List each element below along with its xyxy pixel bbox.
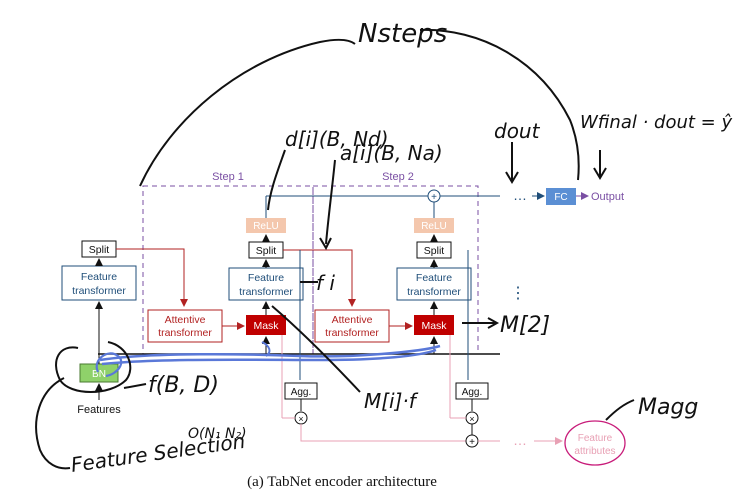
feature-transformer-1-l2: transformer — [239, 286, 293, 298]
fc-block — [546, 188, 576, 205]
agg-2-label: Agg. — [462, 387, 483, 398]
ink-nsteps-arc-right — [419, 28, 580, 181]
highlight-loop — [95, 352, 123, 378]
ink-m2-arrow — [462, 317, 500, 329]
features-label: Features — [77, 404, 121, 416]
ink-fc-arrow — [593, 150, 607, 180]
agg-1-label: Agg. — [291, 387, 312, 398]
mult1-to-sum — [300, 424, 466, 442]
attentive-transformer-1 — [147, 309, 223, 343]
mult-node-1-label: × — [298, 414, 303, 424]
attentive-transformer-2-l2: transformer — [325, 327, 379, 339]
vertical-dots: ⋮ — [510, 285, 526, 302]
ink-dout: dout — [494, 119, 541, 143]
mask-1-label: Mask — [253, 320, 279, 332]
ink-mif-arrow — [271, 305, 361, 393]
ink-dout-arrow — [505, 142, 519, 184]
relu-2-label: ReLU — [421, 221, 447, 232]
ink-left-curve — [35, 377, 71, 470]
figure-caption: (a) TabNet encoder architecture — [247, 474, 437, 490]
split-initial-label: Split — [89, 244, 110, 256]
feature-transformer-initial-l2: transformer — [72, 285, 126, 297]
relu-1-label: ReLU — [253, 221, 279, 232]
attentive-transformer-1-l2: transformer — [158, 327, 212, 339]
mask-2 — [414, 315, 454, 335]
fc-label: FC — [554, 192, 567, 203]
attentive-transformer-2 — [314, 309, 390, 343]
split-to-attentive1-arrow — [116, 248, 188, 307]
ink-a-shape: a[i](B, Na) — [340, 141, 443, 165]
feature-transformer-2 — [396, 267, 472, 301]
ink-annotations — [35, 28, 635, 470]
bottom-ellipsis: … — [513, 432, 527, 448]
mask-2-label: Mask — [421, 320, 447, 332]
ink-mif: M[i]·f — [364, 389, 419, 413]
attentive-transformer-2-l1: Attentive — [332, 314, 373, 326]
ink-bn-circle — [55, 341, 132, 393]
mult-node-2-label: × — [469, 414, 474, 424]
attentive-transformer-1-l1: Attentive — [165, 314, 206, 326]
feature-transformer-2-l2: transformer — [407, 286, 461, 298]
ink-ops: O(N₁ N₂) — [188, 426, 247, 442]
ink-d-shape: d[i](B, Nd) — [285, 127, 389, 151]
feature-transformer-initial-l1: Feature — [81, 271, 117, 283]
highlight-underline — [99, 344, 441, 366]
relu-1 — [246, 218, 286, 233]
output-label: Output — [591, 191, 624, 203]
ink-d-arrow — [267, 149, 286, 211]
split1-to-attentive2-arrow — [283, 249, 356, 307]
split-2-label: Split — [424, 245, 445, 257]
highlight-mask1 — [261, 341, 271, 357]
step2-label: Step 2 — [382, 171, 414, 183]
feature-transformer-1-l1: Feature — [248, 272, 284, 284]
relu-2 — [414, 218, 454, 233]
split-1-label: Split — [256, 245, 277, 257]
feature-transformer-initial — [61, 265, 137, 301]
feature-attributes-l1: Feature — [578, 433, 613, 444]
ink-m2: M[2] — [500, 313, 550, 338]
feature-attributes-l2: attributes — [574, 446, 615, 457]
ink-f-shape: f(B, D) — [148, 373, 219, 398]
bn-label: BN — [92, 369, 106, 380]
ink-magg: Magg — [638, 395, 698, 420]
ink-wfinal: Wfinal · dout = ŷ — [580, 112, 732, 133]
feature-attributes-circle — [564, 420, 626, 466]
ink-nsteps: Nsteps — [358, 19, 447, 49]
ink-a-arrow — [319, 159, 336, 251]
mask-1 — [246, 315, 286, 335]
ink-f-arrow — [123, 383, 147, 389]
sum-node-top-label: + — [431, 192, 437, 203]
step1-label: Step 1 — [212, 171, 244, 183]
ink-magg-arrow — [605, 399, 635, 421]
feature-transformer-2-l1: Feature — [416, 272, 452, 284]
ink-nsteps-arc-left — [139, 38, 356, 187]
output-ellipsis: … — [513, 187, 527, 203]
ink-fi: f i — [316, 271, 335, 295]
sum-node-bottom-label: + — [469, 437, 475, 448]
